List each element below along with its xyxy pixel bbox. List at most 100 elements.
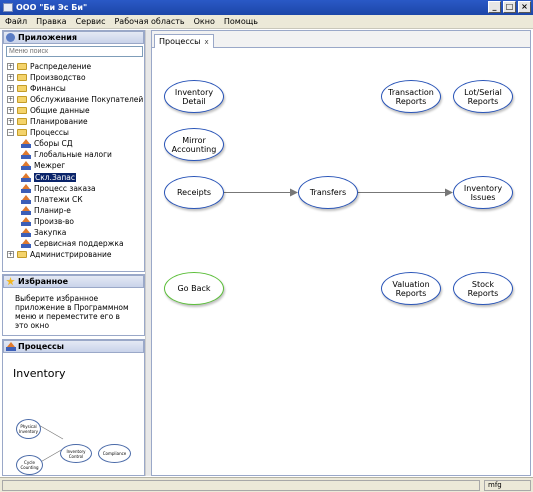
tree-item-folder[interactable]: + Финансы bbox=[7, 83, 66, 93]
node-mirror-accounting[interactable]: Mirror Accounting bbox=[164, 128, 224, 161]
applications-header[interactable]: Приложения bbox=[3, 31, 144, 44]
tree-item-folder[interactable]: + Производство bbox=[7, 72, 86, 82]
applications-title: Приложения bbox=[18, 33, 78, 42]
node-valuation-reports[interactable]: Valuation Reports bbox=[381, 272, 441, 305]
tree-item-folder[interactable]: +Администрирование bbox=[7, 250, 112, 260]
folder-icon bbox=[17, 118, 27, 125]
tree-item-process[interactable]: Скл.Запас bbox=[21, 172, 76, 182]
status-user: mfg bbox=[484, 480, 531, 491]
mini-node-inventory-control: Inventory Control bbox=[60, 444, 92, 463]
search-input[interactable] bbox=[6, 46, 143, 57]
folder-icon bbox=[17, 62, 27, 70]
tree-item-label: Платежи СК bbox=[34, 194, 83, 204]
process-icon bbox=[21, 216, 31, 226]
menu-file[interactable]: Файл bbox=[5, 17, 28, 26]
node-go-back[interactable]: Go Back bbox=[164, 272, 224, 305]
node-transaction-reports[interactable]: Transaction Reports bbox=[381, 80, 441, 113]
expand-icon[interactable]: + bbox=[7, 251, 14, 259]
folder-icon bbox=[17, 73, 27, 81]
tree-item-process[interactable]: Сервисная поддержка bbox=[21, 239, 124, 249]
app-icon bbox=[3, 3, 13, 12]
folder-icon bbox=[17, 95, 27, 103]
status-bar: mfg bbox=[0, 477, 533, 492]
processes-preview-title: Процессы bbox=[18, 342, 64, 351]
expand-icon[interactable]: + bbox=[7, 118, 14, 125]
mini-node-cycle-counting: Cycle Counting bbox=[16, 455, 43, 475]
expand-icon[interactable]: + bbox=[7, 62, 14, 70]
tree-item-process[interactable]: Сборы СД bbox=[21, 139, 73, 149]
status-message bbox=[2, 480, 480, 491]
tree-item-process[interactable]: Процесс заказа bbox=[21, 183, 96, 193]
menu-bar: Файл Правка Сервис Рабочая область Окно … bbox=[0, 15, 533, 29]
menu-help[interactable]: Помощь bbox=[223, 17, 258, 26]
tree-item-label: Производство bbox=[30, 72, 86, 82]
expand-icon[interactable]: + bbox=[7, 106, 14, 114]
tree-item-label: Планирование bbox=[30, 117, 88, 126]
minimize-button[interactable]: _ bbox=[488, 1, 501, 13]
tree-item-process[interactable]: Закупка bbox=[21, 228, 66, 238]
mini-node-physical-inventory: Physical Inventory bbox=[16, 419, 41, 439]
tree-item-label: Финансы bbox=[30, 83, 66, 93]
expand-icon[interactable]: + bbox=[7, 95, 14, 103]
processes-preview-panel: Процессы Inventory Physical Inventory In… bbox=[2, 339, 145, 476]
tree-item-label: Обслуживание Покупателей bbox=[30, 94, 144, 104]
node-receipts[interactable]: Receipts bbox=[164, 176, 224, 209]
menu-service[interactable]: Сервис bbox=[75, 17, 106, 26]
main-area: Процессы x Inventory Detail Transaction R… bbox=[151, 30, 531, 476]
splitter-scrollbar[interactable] bbox=[145, 30, 151, 476]
folder-icon bbox=[17, 106, 27, 114]
node-inventory-detail[interactable]: Inventory Detail bbox=[164, 80, 224, 113]
tree-item-label: Распределение bbox=[30, 61, 92, 71]
tree-item-label: Планир-е bbox=[34, 205, 71, 215]
inventory-preview-title: Inventory bbox=[13, 367, 66, 380]
expand-icon[interactable]: + bbox=[7, 73, 14, 81]
collapse-icon[interactable]: − bbox=[7, 129, 14, 137]
node-inventory-issues[interactable]: Inventory Issues bbox=[453, 176, 513, 209]
menu-edit[interactable]: Правка bbox=[36, 17, 67, 26]
process-icon bbox=[21, 228, 31, 237]
tab-processes[interactable]: Процессы x bbox=[154, 34, 214, 48]
left-sidebar: Приложения + Распределение + Производство + Ф… bbox=[2, 30, 145, 476]
tree-item-label: Процессы bbox=[30, 128, 69, 138]
tree-item-label: Процесс заказа bbox=[34, 183, 96, 193]
tree-item-label: Общие данные bbox=[30, 105, 90, 115]
process-icon bbox=[21, 139, 31, 149]
tree-item-label: Межрег bbox=[34, 161, 66, 171]
tree-item-folder[interactable]: + Распределение bbox=[7, 61, 91, 71]
favorites-panel: Избранное Выберите избранное приложение … bbox=[2, 274, 145, 336]
tree-item-folder[interactable]: + Общие данные bbox=[7, 105, 90, 115]
menu-workspace[interactable]: Рабочая область bbox=[114, 17, 185, 26]
applications-panel: Приложения + Распределение + Производство + Ф… bbox=[2, 30, 145, 272]
process-icon bbox=[21, 183, 31, 193]
tree-item-process[interactable]: Произв-во bbox=[21, 216, 74, 226]
favorites-header[interactable]: Избранное bbox=[3, 275, 144, 288]
tree-item-folder[interactable]: − Процессы bbox=[7, 128, 69, 138]
process-canvas: Inventory Detail Transaction Reports Lot/S… bbox=[152, 49, 530, 475]
tree-item-folder[interactable]: + Планирование bbox=[7, 117, 88, 127]
tree-item-folder[interactable]: + Обслуживание Покупателей bbox=[7, 94, 143, 104]
process-icon bbox=[21, 205, 31, 215]
favorites-hint: Выберите избранное приложение в Программ… bbox=[15, 294, 129, 330]
tree-item-process[interactable]: Планир-е bbox=[21, 205, 71, 215]
tree-item-label: Закупка bbox=[34, 228, 67, 237]
tree-item-process[interactable]: Межрег bbox=[21, 161, 65, 171]
close-icon[interactable]: x bbox=[204, 37, 209, 46]
title-bar: ООО "Би Эс Би" _ □ × bbox=[0, 0, 533, 15]
maximize-button[interactable]: □ bbox=[503, 1, 516, 13]
node-stock-reports[interactable]: Stock Reports bbox=[453, 272, 513, 305]
application-tree: + Распределение + Производство + Финансы + Обсл… bbox=[3, 59, 144, 271]
tree-item-label: Сервисная поддержка bbox=[34, 239, 124, 249]
process-icon bbox=[21, 239, 31, 249]
process-icon bbox=[21, 172, 31, 182]
close-button[interactable]: × bbox=[518, 1, 531, 13]
process-icon bbox=[21, 194, 31, 204]
processes-preview-header[interactable]: Процессы bbox=[3, 340, 144, 353]
tab-bar: Процессы x bbox=[152, 31, 530, 48]
tree-item-process[interactable]: Платежи СК bbox=[21, 194, 83, 204]
expand-icon[interactable]: + bbox=[7, 84, 14, 92]
node-transfers[interactable]: Transfers bbox=[298, 176, 358, 209]
node-lot-serial-reports[interactable]: Lot/Serial Reports bbox=[453, 80, 513, 113]
menu-window[interactable]: Окно bbox=[193, 17, 215, 26]
tree-item-process[interactable]: Глобальные налоги bbox=[21, 150, 112, 160]
tree-item-label: Произв-во bbox=[34, 216, 74, 226]
